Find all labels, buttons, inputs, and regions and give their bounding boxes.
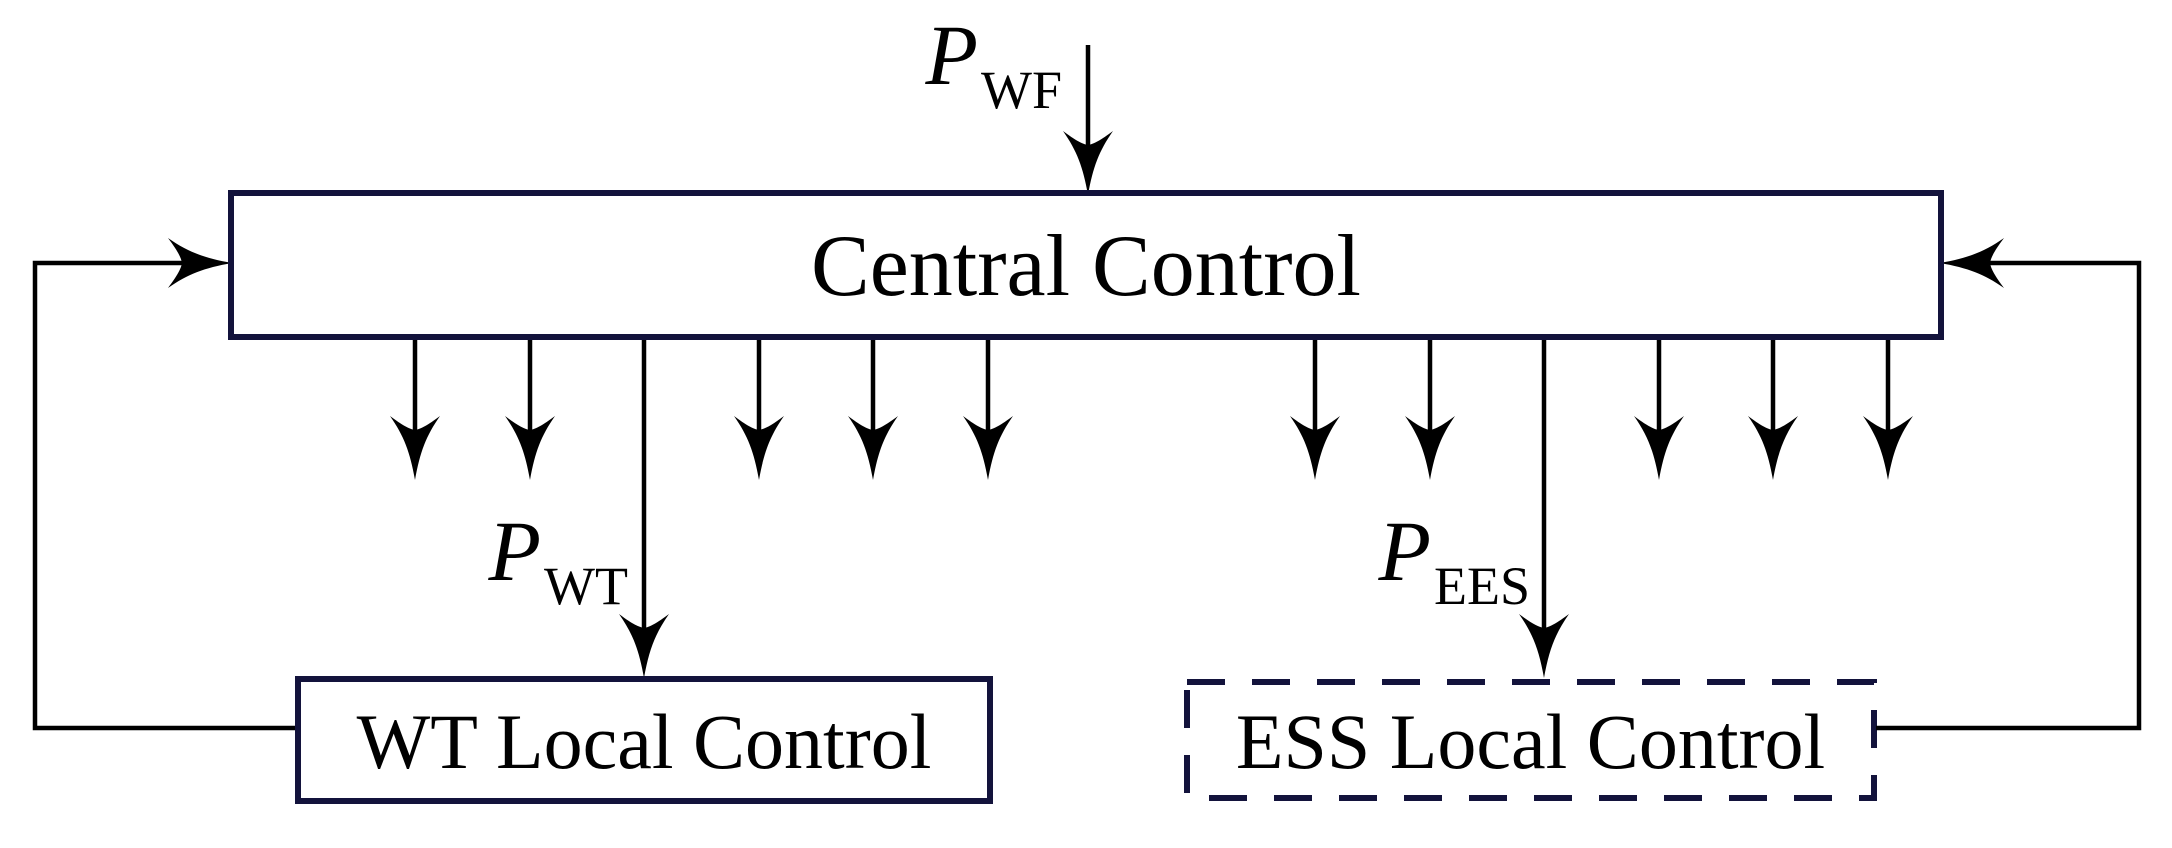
pwf-signal-label: PWF [925,12,1062,117]
pwt-subscript: WT [544,556,628,616]
broadcast-down-1-arrowhead [390,416,440,480]
pees-signal-label: PEES [1378,508,1530,613]
pwt-signal-label: PWT [489,508,629,613]
pees-symbol: P [1378,503,1431,599]
pwt-command-arrowhead [619,614,669,678]
central-control-box: Central Control [228,190,1944,340]
pees-command-arrowhead [1519,614,1569,678]
wt-local-control-label: WT Local Control [356,698,932,785]
pwf-symbol: P [925,7,978,103]
pees-subscript: EES [1433,556,1530,616]
pwf-subscript: WF [981,60,1062,120]
broadcast-down-9-arrowhead [1748,416,1798,480]
broadcast-down-8-arrowhead [1634,416,1684,480]
broadcast-down-6-arrowhead [1290,416,1340,480]
wt-feedback-arrowhead [168,238,232,288]
broadcast-down-10-arrowhead [1863,416,1913,480]
ess-local-control-label: ESS Local Control [1235,698,1826,785]
ess-feedback-line [1876,260,2142,731]
broadcast-down-7-arrowhead [1405,416,1455,480]
ess-dashed-border [1184,679,1877,801]
broadcast-down-4-arrowhead [848,416,898,480]
pwf-input-arrowhead [1063,131,1113,195]
central-control-label: Central Control [811,218,1361,315]
pwt-symbol: P [488,503,542,599]
broadcast-down-5-arrowhead [963,416,1013,480]
wt-feedback-line [32,260,296,731]
broadcast-down-2-arrowhead [505,416,555,480]
ess-local-control-box: ESS Local Control [1184,679,1877,801]
ess-feedback-arrowhead [1940,238,2004,288]
wt-local-control-box: WT Local Control [295,676,993,804]
broadcast-down-3-arrowhead [734,416,784,480]
